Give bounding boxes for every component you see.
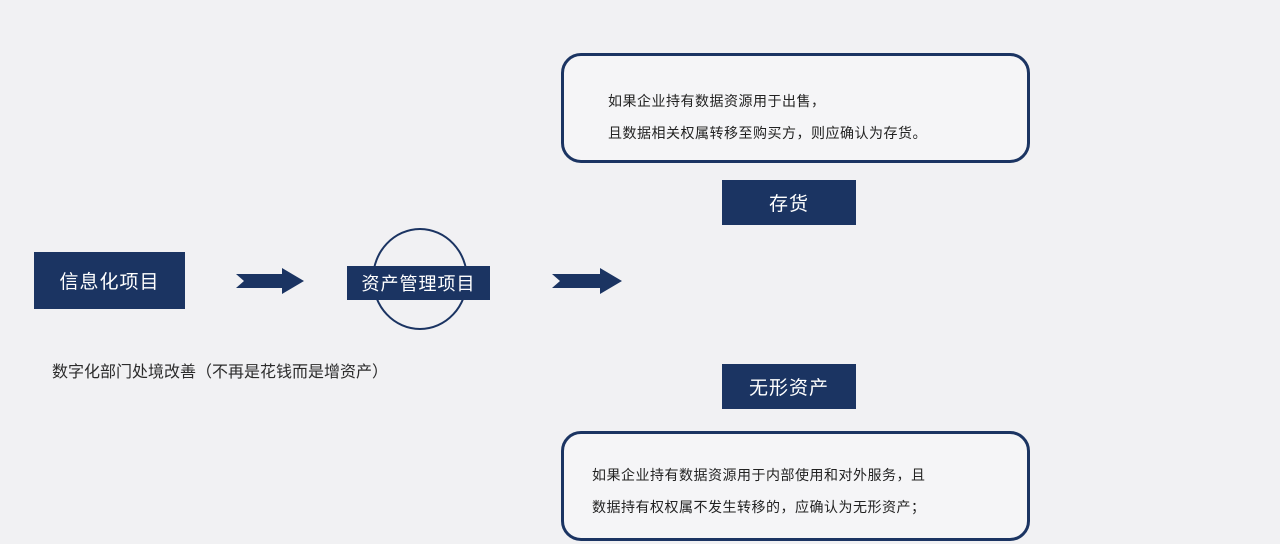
right-arrow-icon	[236, 268, 304, 294]
inventory-node: 存货	[722, 180, 856, 225]
right-arrow-icon	[552, 268, 622, 294]
caption-text: 数字化部门处境改善（不再是花钱而是增资产）	[52, 362, 389, 381]
intangible-asset-node: 无形资产	[722, 364, 856, 409]
intangible-note-box: 如果企业持有数据资源用于内部使用和对外服务，且 数据持有权权属不发生转移的，应确…	[561, 431, 1030, 541]
note-line: 如果企业持有数据资源用于出售，	[608, 94, 826, 110]
note-line: 且数据相关权属转移至购买方，则应确认为存货。	[608, 126, 927, 142]
asset-project-node: 资产管理项目	[347, 266, 490, 300]
note-line: 数据持有权权属不发生转移的，应确认为无形资产；	[592, 500, 926, 516]
info-project-node: 信息化项目	[34, 252, 185, 309]
inventory-note-box: 如果企业持有数据资源用于出售， 且数据相关权属转移至购买方，则应确认为存货。	[561, 53, 1030, 163]
note-line: 如果企业持有数据资源用于内部使用和对外服务，且	[592, 468, 926, 484]
